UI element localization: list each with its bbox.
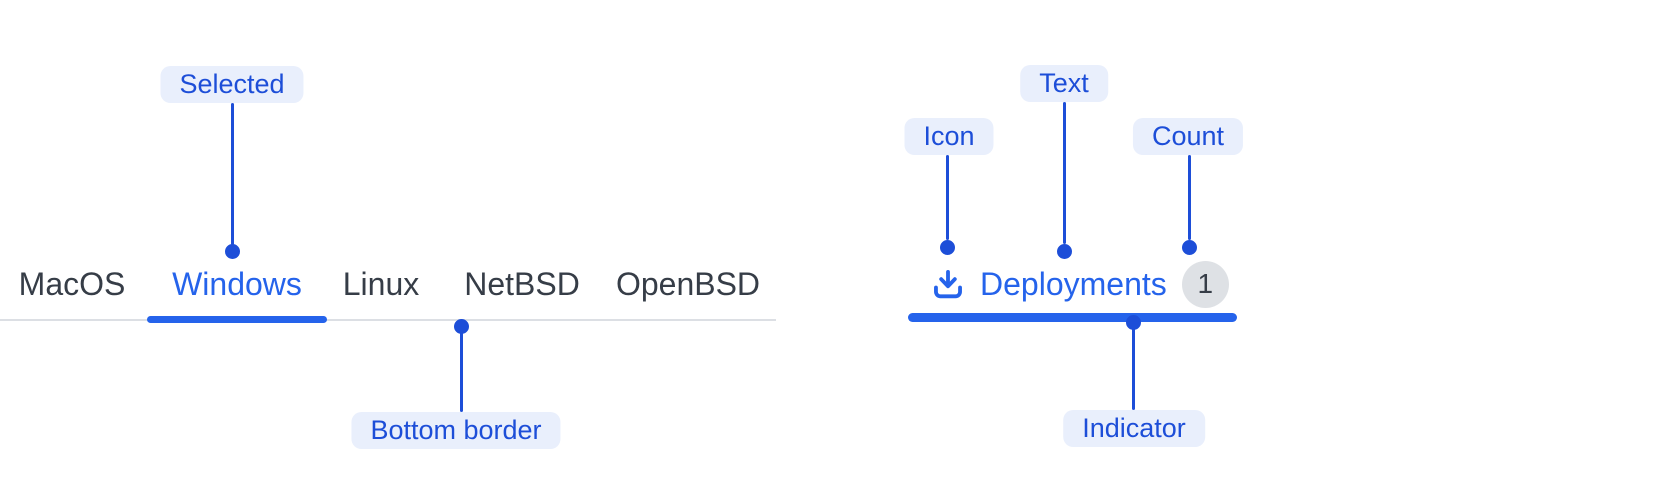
- tab-openbsd[interactable]: OpenBSD: [615, 266, 761, 302]
- tab-linux[interactable]: Linux: [342, 266, 420, 302]
- annotation-indicator-line: [1132, 323, 1135, 410]
- annotation-indicator-dot: [1126, 315, 1141, 330]
- annotation-selected-dot: [225, 244, 240, 259]
- tab-deployments-content: Deployments 1: [931, 258, 1229, 310]
- annotation-icon-label: Icon: [904, 118, 994, 155]
- tab-deployments[interactable]: Deployments 1: [908, 258, 1237, 310]
- tab-windows-selected[interactable]: Windows: [172, 266, 302, 302]
- annotation-indicator-label: Indicator: [1063, 410, 1205, 447]
- tab-netbsd[interactable]: NetBSD: [464, 266, 580, 302]
- tab-macos[interactable]: MacOS: [18, 266, 126, 302]
- annotation-count-label: Count: [1132, 118, 1244, 155]
- annotation-icon-dot: [940, 240, 955, 255]
- tab-deployments-text: Deployments: [980, 265, 1167, 302]
- download-icon: [934, 270, 962, 299]
- annotation-text-line: [1063, 102, 1066, 244]
- annotation-bottom-border-line: [460, 326, 463, 412]
- annotation-selected-label: Selected: [160, 66, 304, 103]
- annotation-icon-line: [946, 155, 949, 240]
- tab-deployments-count-badge: 1: [1181, 260, 1229, 308]
- annotation-count-dot: [1182, 240, 1197, 255]
- annotation-selected-line: [231, 103, 234, 245]
- annotation-count-line: [1188, 155, 1191, 240]
- annotation-text-dot: [1057, 244, 1072, 259]
- selected-tab-underline: [147, 316, 327, 323]
- selected-tab-indicator: [908, 313, 1237, 322]
- annotation-text-label: Text: [1020, 65, 1108, 102]
- tab-list-bottom-border: [0, 319, 776, 321]
- annotation-bottom-border-label: Bottom border: [351, 412, 561, 449]
